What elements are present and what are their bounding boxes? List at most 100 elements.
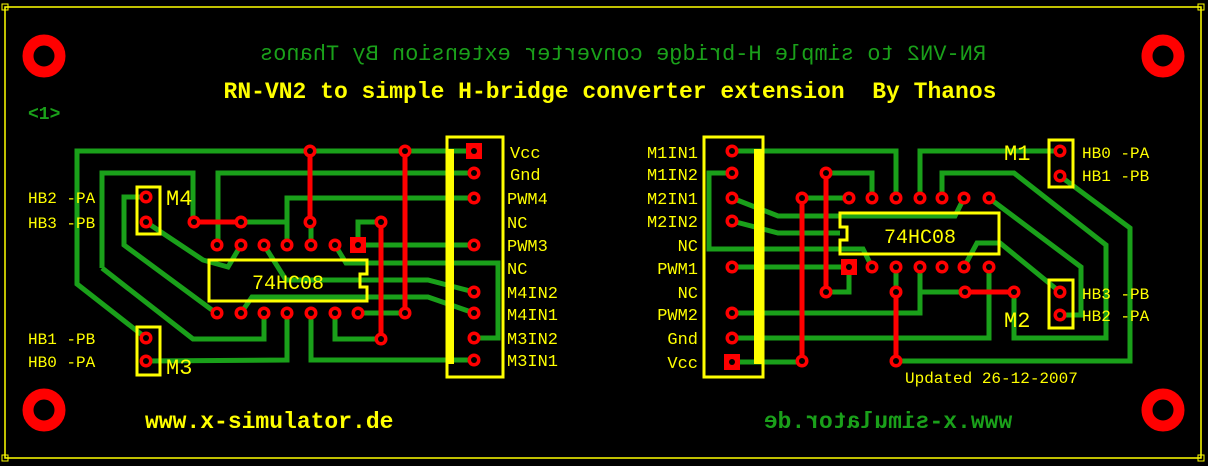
drill-hole <box>729 359 735 365</box>
drill-hole <box>917 195 923 201</box>
drill-hole <box>471 170 477 176</box>
pads <box>139 143 1067 370</box>
drill-hole <box>729 148 735 154</box>
board-title: RN-VN2 to simple H-bridge converter exte… <box>224 79 997 105</box>
m3-label: M3 <box>166 356 192 381</box>
drill-hole <box>471 310 477 316</box>
right-header-outline <box>702 135 765 379</box>
header-pin-label: Gnd <box>510 167 541 186</box>
drill-hole <box>402 310 408 316</box>
header-pin-label: M4IN1 <box>507 307 558 326</box>
m1-pin-label: HB0 -PA <box>1082 145 1150 163</box>
header-pin-label: PWM3 <box>507 238 548 257</box>
header-pin-label: M1IN1 <box>647 145 698 164</box>
mounting-hole-top-right <box>1141 34 1185 78</box>
m2-label: M2 <box>1004 309 1030 334</box>
drill-hole <box>308 310 314 316</box>
left-header-labels: Vcc Gnd PWM4 NC PWM3 NC M4IN2 M4IN1 M3IN… <box>507 145 558 372</box>
drill-hole <box>799 358 805 364</box>
drill-hole <box>846 264 852 270</box>
drill-hole <box>1057 173 1063 179</box>
drill-hole <box>893 264 899 270</box>
m4-label: M4 <box>166 187 192 212</box>
drill-hole <box>143 219 149 225</box>
drill-hole <box>729 170 735 176</box>
drill-hole <box>729 335 735 341</box>
drill-hole <box>214 310 220 316</box>
drill-hole <box>355 242 361 248</box>
drill-hole <box>307 219 313 225</box>
drill-hole <box>869 264 875 270</box>
drill-hole <box>939 195 945 201</box>
drill-hole <box>238 242 244 248</box>
drill-hole <box>729 264 735 270</box>
drill-hole <box>143 194 149 200</box>
drill-hole <box>893 195 899 201</box>
drill-hole <box>332 242 338 248</box>
drill-hole <box>939 264 945 270</box>
board-outline <box>4 6 1202 459</box>
drill-hole <box>729 218 735 224</box>
m4-pin-label: HB2 -PA <box>28 190 96 208</box>
drill-hole <box>471 335 477 341</box>
left-ic-label: 74HC08 <box>252 273 324 296</box>
right-header-bar <box>754 149 762 364</box>
m3-pin-label: HB0 -PA <box>28 354 96 372</box>
layer-label: <1> <box>28 105 60 125</box>
drill-hole <box>729 195 735 201</box>
drill-hole <box>143 358 149 364</box>
drill-hole <box>962 289 968 295</box>
header-pin-label: Vcc <box>667 355 698 374</box>
m1-label: M1 <box>1004 142 1030 167</box>
drill-hole <box>261 242 267 248</box>
m4-pin-label: HB3 -PB <box>28 215 95 233</box>
drill-hole <box>191 219 197 225</box>
drill-hole <box>307 148 313 154</box>
drill-hole <box>869 195 875 201</box>
drill-hole <box>284 242 290 248</box>
drill-hole <box>1011 289 1017 295</box>
right-ic-outline <box>838 211 1001 256</box>
drill-hole <box>1057 148 1063 154</box>
header-pin-label: NC <box>678 238 698 257</box>
header-pin-label: M3IN2 <box>507 331 558 350</box>
website-text: www.x-simulator.de <box>145 409 393 435</box>
right-m1-outline <box>1047 138 1075 189</box>
drill-hole <box>1057 312 1063 318</box>
drill-hole <box>823 170 829 176</box>
drill-hole <box>961 195 967 201</box>
header-pin-label: M2IN2 <box>647 214 698 233</box>
drill-hole <box>471 357 477 363</box>
right-ic-label: 74HC08 <box>884 227 956 250</box>
drill-hole <box>799 195 805 201</box>
drill-hole <box>378 336 384 342</box>
drill-hole <box>986 264 992 270</box>
drill-hole <box>846 195 852 201</box>
drill-hole <box>261 310 267 316</box>
mounting-hole-bottom-left <box>22 388 66 432</box>
left-ic-outline <box>207 258 369 303</box>
updated-date: Updated 26-12-2007 <box>905 370 1078 388</box>
website-mirrored: www.x-simulator.de <box>764 409 1012 435</box>
drill-hole <box>355 310 361 316</box>
left-m3-outline <box>135 325 162 377</box>
right-header-labels: M1IN1 M1IN2 M2IN1 M2IN2 NC PWM1 NC PWM2 … <box>647 145 698 374</box>
m2-pin-label: HB3 -PB <box>1082 286 1149 304</box>
drill-hole <box>729 310 735 316</box>
drill-hole <box>471 148 477 154</box>
header-pin-label: M2IN1 <box>647 191 698 210</box>
header-pin-label: M4IN2 <box>507 285 558 304</box>
drill-hole <box>332 310 338 316</box>
drill-hole <box>238 219 244 225</box>
corner-markers <box>1 3 1205 462</box>
header-pin-label: PWM2 <box>657 307 698 326</box>
drill-hole <box>284 310 290 316</box>
header-pin-label: Vcc <box>510 145 541 164</box>
right-jumpers <box>799 173 1014 361</box>
header-pin-label: M3IN1 <box>507 353 558 372</box>
left-header-bar <box>446 149 454 364</box>
drill-hole <box>308 242 314 248</box>
drill-hole <box>471 242 477 248</box>
header-pin-label: PWM1 <box>657 261 698 280</box>
